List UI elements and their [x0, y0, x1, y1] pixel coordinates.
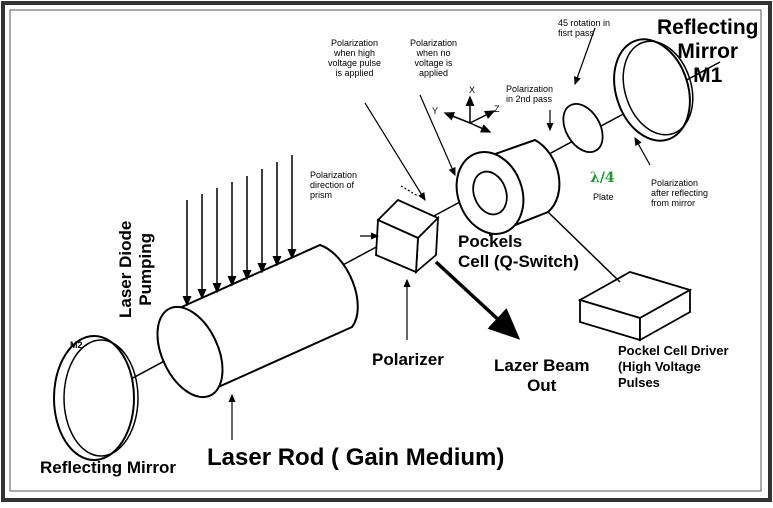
label-plate: Plate — [593, 192, 614, 202]
beam-out-arrow — [434, 260, 521, 340]
pockel-cell-driver-box — [577, 271, 693, 342]
label-laser-diode-pumping: Laser Diode Pumping — [116, 220, 155, 318]
label-polarizer: Polarizer — [372, 350, 444, 369]
pockels-cell — [455, 138, 561, 237]
xyz-axes — [443, 95, 496, 133]
label-axis-y: Y — [432, 106, 439, 116]
label-lambda-quarter: λ/4 — [590, 170, 615, 186]
label-lazer-beam-out: Lazer Beam Out — [494, 356, 590, 395]
label-polarization-direction-prism: Polarization direction of prism — [310, 170, 358, 200]
label-pockels-cell: Pockels Cell (Q-Switch) — [458, 232, 579, 271]
label-axis-x: X — [469, 85, 476, 95]
label-pockel-cell-driver: Pockel Cell Driver (High Voltage Pulses — [618, 343, 729, 390]
label-laser-rod: Laser Rod ( Gain Medium) — [207, 444, 505, 471]
annotation-arrows — [228, 27, 651, 440]
polarizer-cube — [375, 198, 440, 275]
inner-frame — [9, 9, 762, 492]
label-polarization-after-mirror: Polarization after reflecting from mirro… — [651, 178, 709, 208]
label-polarization-high-voltage: Polarization when high voltage pulse is … — [328, 38, 382, 78]
pumping-arrows — [182, 155, 297, 307]
label-axis-z: Z — [494, 104, 500, 114]
label-polarization-2nd-pass: Polarization in 2nd pass — [506, 84, 554, 104]
label-m2: M2 — [70, 340, 83, 350]
label-reflecting-mirror-m1: Reflecting Mirror M1 — [657, 16, 759, 87]
mirror-m1 — [613, 38, 694, 142]
laser-rod — [156, 243, 359, 399]
driver-cable — [547, 211, 621, 283]
label-polarization-no-voltage: Polarization when no voltage is applied — [410, 38, 458, 78]
label-rotation-note: 45 rotation in fisrt pass — [558, 18, 611, 38]
label-reflecting-mirror-left: Reflecting Mirror — [40, 458, 177, 477]
mirror-m2 — [53, 335, 139, 461]
quarter-wave-plate — [562, 103, 604, 153]
